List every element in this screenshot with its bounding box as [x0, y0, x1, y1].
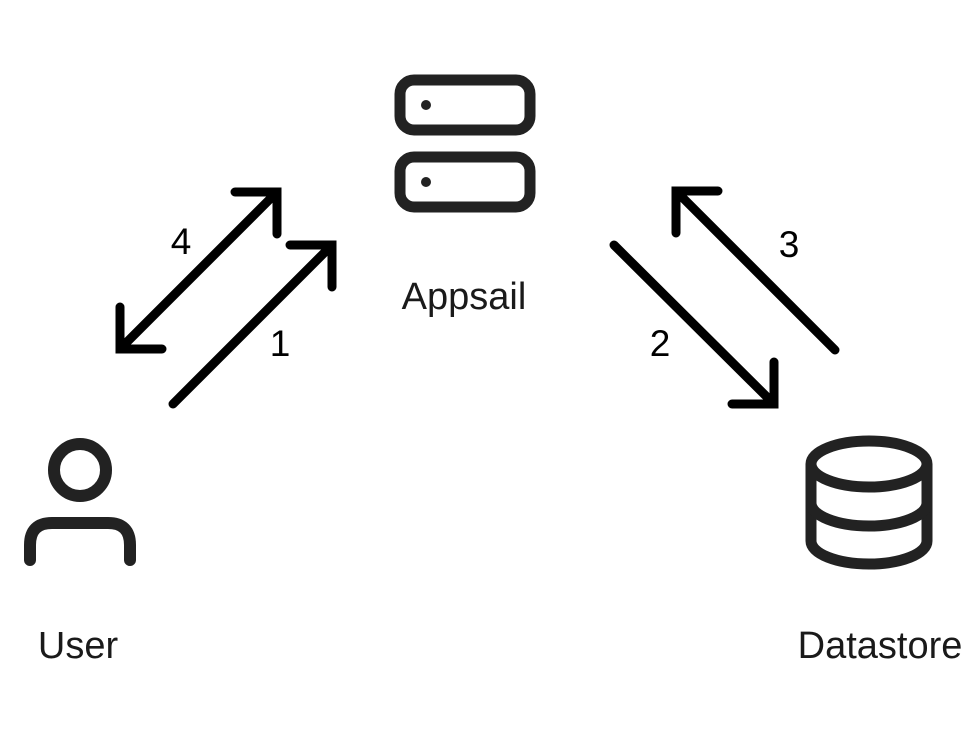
datastore-label: Datastore: [798, 625, 963, 667]
appsail-label: Appsail: [402, 276, 527, 318]
database-icon: [805, 435, 933, 570]
step-2-label: 2: [650, 323, 671, 364]
server-icon: [394, 74, 536, 213]
step-4-label: 4: [171, 221, 192, 262]
arrow-step-3: [671, 186, 840, 355]
step-1-label: 1: [270, 323, 291, 364]
arrow-step-1: [168, 240, 337, 409]
user-icon: [24, 438, 136, 566]
arrow-step-4: [115, 187, 282, 354]
step-3-label: 3: [779, 224, 800, 265]
user-label: User: [38, 625, 119, 667]
arrow-step-2: [609, 240, 779, 409]
